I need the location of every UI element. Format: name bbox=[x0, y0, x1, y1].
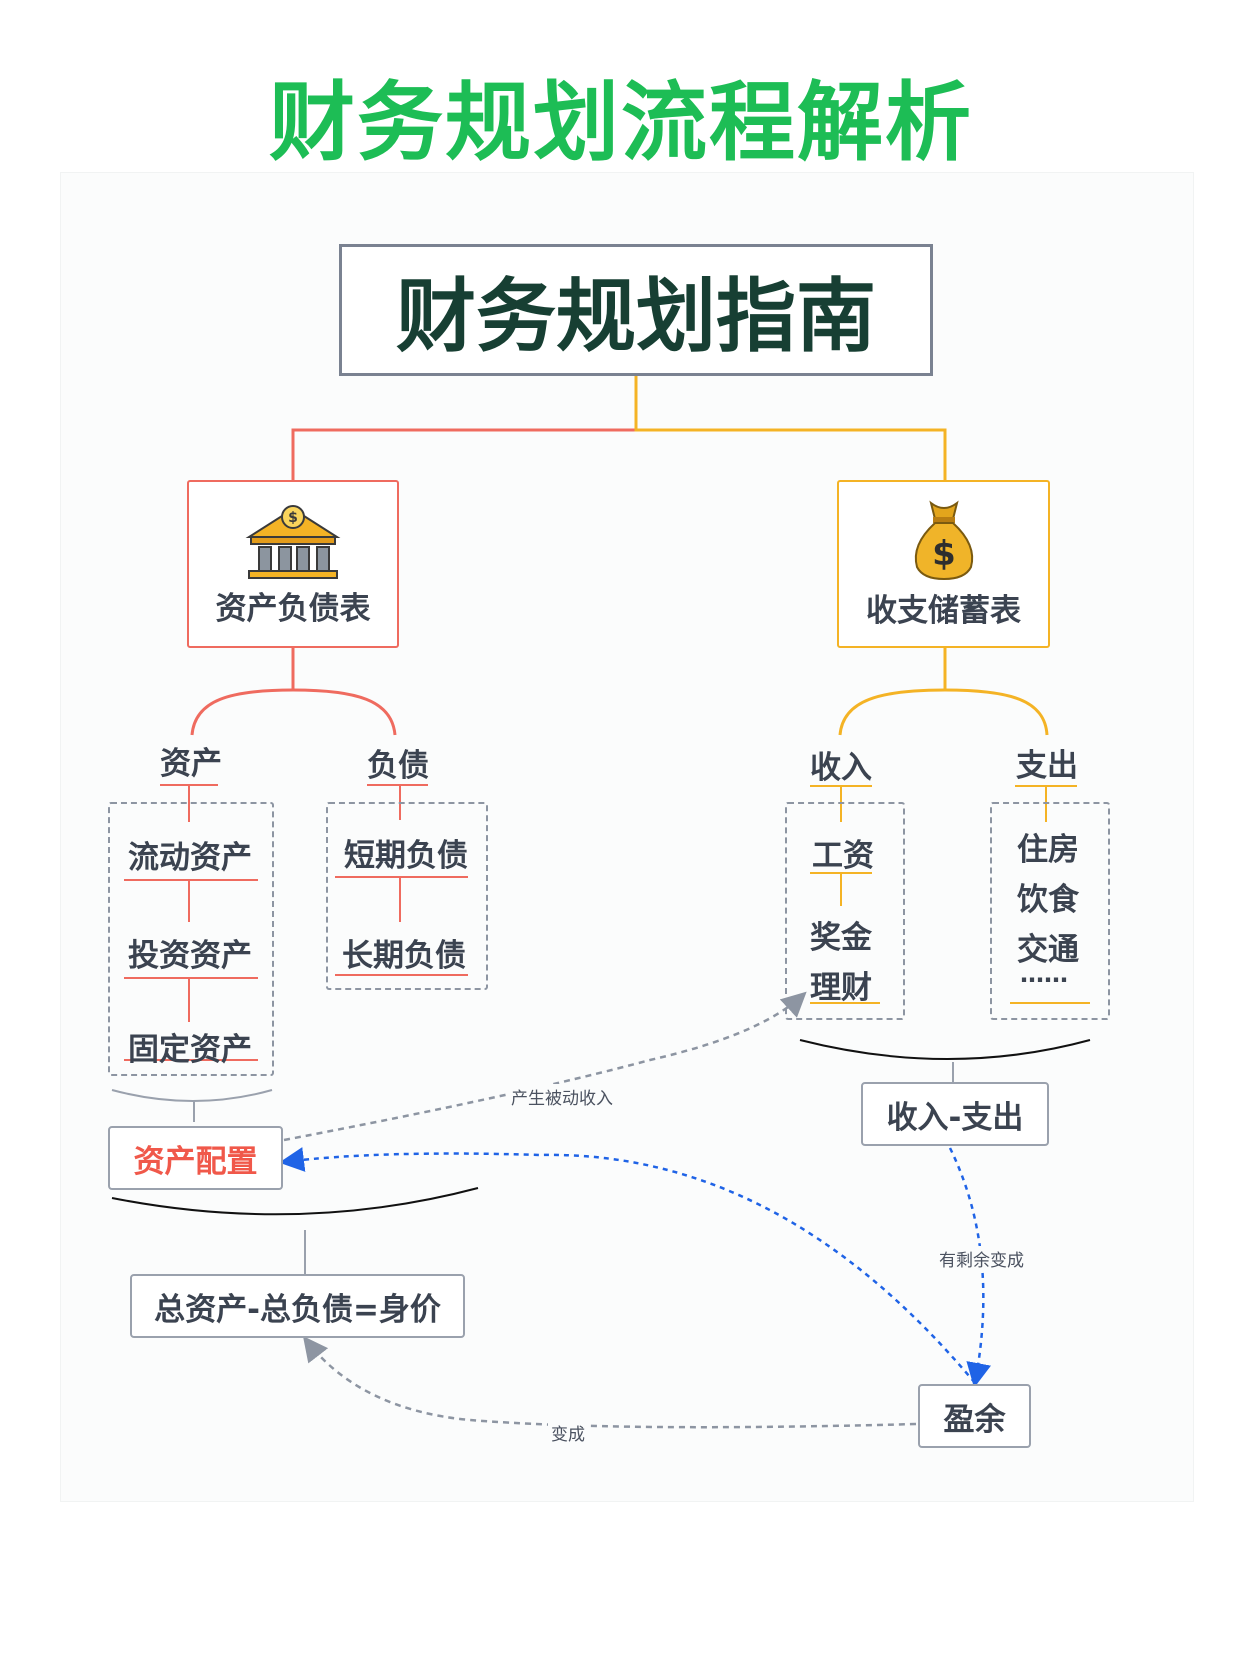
svg-text:$: $ bbox=[932, 534, 956, 574]
expense-item: 饮食 bbox=[1017, 882, 1079, 918]
surplus-label: 盈余 bbox=[943, 1401, 1006, 1438]
cashflow-sheet-node: $ 收支储蓄表 bbox=[837, 480, 1050, 648]
bank-icon: $ bbox=[245, 504, 341, 579]
income-item: 工资 bbox=[812, 838, 874, 874]
expense-item: 交通 bbox=[1017, 932, 1079, 968]
svg-text:$: $ bbox=[288, 510, 298, 526]
balance-sheet-node: $ 资产负债表 bbox=[187, 480, 399, 648]
income-minus-expense-node: 收入-支出 bbox=[861, 1082, 1049, 1146]
asset-allocation-label: 资产配置 bbox=[133, 1143, 258, 1180]
expense-item: 住房 bbox=[1017, 832, 1079, 868]
income-group bbox=[785, 802, 905, 1020]
assets-brace bbox=[111, 1089, 273, 1102]
expenses-group bbox=[990, 802, 1110, 1020]
liability-item: 短期负债 bbox=[344, 838, 468, 874]
asset-allocation-node: 资产配置 bbox=[108, 1126, 283, 1190]
net-worth-node: 总资产-总负债=身价 bbox=[130, 1274, 465, 1338]
assets-group bbox=[108, 802, 274, 1076]
income-minus-expense-label: 收入-支出 bbox=[886, 1099, 1024, 1136]
asset-item: 流动资产 bbox=[128, 840, 252, 876]
allocation-brace bbox=[111, 1187, 479, 1216]
branch-line-right bbox=[634, 376, 947, 480]
surplus-node: 盈余 bbox=[918, 1384, 1031, 1448]
liability-item: 长期负债 bbox=[342, 938, 466, 974]
net-worth-label: 总资产-总负债=身价 bbox=[154, 1291, 441, 1328]
income-item: 奖金 bbox=[810, 920, 872, 956]
page-title: 财务规划流程解析 bbox=[269, 73, 973, 173]
main-title: 财务规划指南 bbox=[396, 270, 876, 363]
assets-curve bbox=[190, 688, 294, 736]
asset-item: 投资资产 bbox=[128, 938, 252, 974]
passive-income-arrow bbox=[283, 991, 807, 1142]
expense-item: …… bbox=[1020, 960, 1068, 988]
income-item: 理财 bbox=[810, 970, 872, 1006]
becomes-arrow bbox=[302, 1336, 917, 1429]
expense-curve bbox=[944, 688, 1049, 736]
cashflow-sheet-label: 收支储蓄表 bbox=[866, 592, 1021, 629]
cashflow-brace bbox=[799, 1039, 1091, 1060]
liabilities-group bbox=[326, 802, 488, 990]
income-curve bbox=[838, 688, 946, 736]
liabilities-curve bbox=[292, 688, 397, 736]
balance-sheet-label: 资产负债表 bbox=[215, 590, 371, 627]
edge-label-passive-income: 产生被动收入 bbox=[508, 1084, 616, 1109]
reinvest-arrow bbox=[279, 1147, 976, 1384]
expense-header: 支出 bbox=[1016, 748, 1078, 784]
money-bag-icon: $ bbox=[914, 499, 973, 580]
asset-item: 固定资产 bbox=[128, 1032, 252, 1068]
assets-header: 资产 bbox=[160, 746, 222, 782]
edge-label-becomes: 变成 bbox=[548, 1420, 588, 1445]
branch-line-left bbox=[291, 376, 638, 480]
main-title-box: 财务规划指南 bbox=[339, 244, 933, 376]
income-header: 收入 bbox=[810, 750, 872, 786]
liabilities-header: 负债 bbox=[367, 748, 429, 784]
edge-label-surplus-becomes: 有剩余变成 bbox=[936, 1246, 1027, 1271]
